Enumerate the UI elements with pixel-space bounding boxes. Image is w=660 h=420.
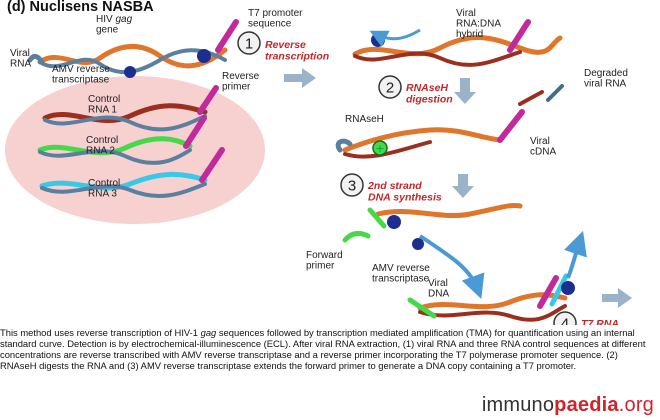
step-4-number: 4	[561, 316, 569, 326]
step-1-badge: 1	[237, 31, 261, 55]
viral-cdna-strand	[335, 109, 525, 159]
amv-rt-enzyme-icon-2	[412, 238, 424, 250]
forward-primer-strand	[342, 230, 371, 243]
rnaseh-label: RNAseH	[345, 114, 384, 125]
rna-dna-hybrid-strand	[352, 19, 563, 67]
figure-caption: This method uses reverse transcription o…	[0, 327, 656, 371]
transcript-arrow	[564, 230, 587, 279]
control-rna-1-strand	[42, 85, 219, 132]
caption-part-2: sequences followed by transcription medi…	[0, 327, 646, 371]
second-strand-template	[367, 203, 523, 229]
brand-part-3: .org	[618, 394, 654, 416]
flow-arrow-down-1	[454, 78, 476, 104]
step-3-number: 3	[348, 178, 356, 195]
figure-title: (d) Nuclisens NASBA	[7, 0, 154, 15]
step-2-number: 2	[386, 80, 394, 97]
step-4-title: T7 RNAtranscription	[581, 318, 645, 325]
rnaseh-enzyme-icon	[372, 140, 388, 156]
control-rna-2-strand	[37, 115, 207, 165]
reverse-primer-enzyme-icon	[197, 49, 211, 63]
t7-polymerase-icon	[561, 281, 575, 295]
caption-gag: gag	[200, 327, 217, 338]
amv-rt-enzyme-icon	[124, 66, 136, 78]
curve-arrow-down	[418, 234, 485, 300]
rnaseh-plus-icon: +	[375, 142, 384, 155]
step-3-badge: 3	[340, 173, 364, 197]
brand-part-2: paedia	[554, 394, 619, 416]
step-2-badge: 2	[378, 75, 402, 99]
flow-arrow-down-2	[452, 174, 474, 198]
flow-arrow-right-1	[284, 68, 316, 88]
caption-part-1: This method uses reverse transcription o…	[0, 327, 201, 338]
degraded-rna-fragments	[518, 84, 564, 106]
nasba-diagram: + 1 2	[5, 8, 645, 326]
hybrid-arrow	[369, 28, 421, 47]
flow-arrow-right-2	[602, 288, 632, 308]
forward-primer-enzyme-icon	[387, 215, 401, 229]
t7-promoter-segment	[215, 19, 239, 53]
control-rna-3-strand	[39, 147, 225, 198]
brand-logo: immunopaedia.org	[482, 394, 654, 417]
viral-dna-duplex	[407, 273, 569, 322]
brand-part-1: immuno	[481, 394, 555, 416]
step-4-badge: 4	[553, 311, 577, 326]
step-1-number: 1	[245, 36, 253, 53]
